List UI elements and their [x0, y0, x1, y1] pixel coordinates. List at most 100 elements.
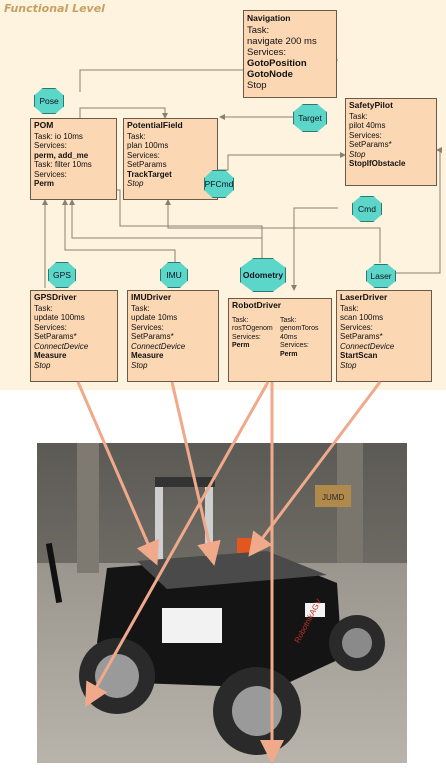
module-lines: Task: io 10msServices:perm, add_me Task:…: [34, 132, 113, 189]
module-line: update 10ms: [131, 313, 215, 323]
module-line: Measure: [131, 351, 215, 361]
module-title: GPSDriver: [34, 293, 114, 303]
module-line: Services:: [34, 323, 114, 333]
functional-level-diagram: Functional Level: [0, 0, 446, 390]
module-line: Task:: [34, 304, 114, 314]
module-line: Stop: [247, 80, 333, 91]
laserdriver-module: LaserDriver Task:scan 100msServices:SetP…: [336, 290, 432, 382]
robotdriver-col1: Task:rosTOgenom Services:Perm: [232, 317, 276, 360]
robot-photo: JUMD RobotnikAGV: [37, 443, 407, 763]
module-line: Perm: [232, 342, 276, 351]
module-line: Task:: [340, 304, 428, 314]
module-title: POM: [34, 121, 113, 131]
module-line: Stop: [131, 361, 215, 371]
module-line: Stop: [349, 150, 433, 160]
module-line: Task:: [127, 132, 214, 142]
white-panel: [162, 608, 222, 643]
module-title: SafetyPilot: [349, 101, 433, 111]
module-line: scan 100ms: [340, 313, 428, 323]
module-line: StopIfObstacle: [349, 159, 433, 169]
camera-bar: [155, 477, 215, 487]
module-line: Stop: [340, 361, 428, 371]
port-laser: Laser: [366, 264, 396, 288]
module-line: Task: io 10ms: [34, 132, 113, 142]
module-line: ConnectDevice: [34, 342, 114, 352]
port-label: GPS: [53, 270, 71, 280]
module-line: GotoPosition: [247, 58, 333, 69]
module-line: Services:: [127, 151, 214, 161]
link-laser-potentialfield: [168, 200, 380, 263]
module-line: Stop: [34, 361, 114, 371]
module-line: Measure: [34, 351, 114, 361]
module-line: pilot 40ms: [349, 121, 433, 131]
module-line: TrackTarget: [127, 170, 214, 180]
link-navigation-pose: [80, 70, 243, 92]
module-line: ConnectDevice: [131, 342, 215, 352]
robotdriver-module: RobotDriver Task:rosTOgenom Services:Per…: [228, 298, 332, 382]
port-gps: GPS: [48, 262, 76, 288]
module-line: perm, add_me: [34, 151, 113, 161]
module-line: Services:: [340, 323, 428, 333]
port-pfcmd: PFCmd: [204, 170, 234, 198]
port-label: PFCmd: [205, 179, 234, 189]
module-title: RobotDriver: [232, 301, 328, 311]
module-title: Navigation: [247, 13, 333, 24]
sign-text: JUMD: [322, 493, 344, 502]
module-line: Perm: [280, 351, 324, 360]
module-line: Services:: [232, 334, 276, 343]
port-odometry: Odometry: [240, 258, 286, 292]
module-line: Services:: [349, 131, 433, 141]
module-line: Services:: [34, 170, 113, 180]
module-line: Task:: [232, 317, 276, 326]
port-label: Odometry: [243, 270, 283, 280]
module-line: SetParams*: [131, 332, 215, 342]
link-cmd-robotdriver: [294, 208, 338, 290]
link-pfcmd-safetypilot: [218, 155, 345, 170]
module-line: rosTOgenom: [232, 325, 276, 334]
module-title: LaserDriver: [340, 293, 428, 303]
port-target: Target: [293, 104, 327, 132]
port-imu: IMU: [160, 262, 188, 288]
module-line: Services:: [131, 323, 215, 333]
module-line: SetParams: [127, 160, 214, 170]
module-line: StartScan: [340, 351, 428, 361]
module-title: PotentialField: [127, 121, 214, 131]
module-line: GotoNode: [247, 69, 333, 80]
module-line: 40ms: [280, 334, 324, 343]
module-line: SetParams*: [340, 332, 428, 342]
module-line: Services:: [247, 47, 333, 58]
module-line: SetParams*: [34, 332, 114, 342]
port-label: Laser: [370, 271, 391, 281]
port-label: Target: [298, 113, 322, 123]
module-line: plan 100ms: [127, 141, 214, 151]
mast: [155, 481, 163, 561]
port-label: Cmd: [358, 204, 376, 214]
module-line: update 100ms: [34, 313, 114, 323]
module-line: SetParams*: [349, 140, 433, 150]
module-line: navigate 200 ms: [247, 36, 333, 47]
module-line: Task:: [131, 304, 215, 314]
module-line: Task:: [349, 112, 433, 122]
module-line: Task: filter 10ms: [34, 160, 113, 170]
link-odometry-pom: [72, 200, 262, 265]
port-label: Pose: [39, 96, 58, 106]
port-pose: Pose: [34, 88, 64, 114]
module-line: Services:: [280, 342, 324, 351]
module-line: Task:: [247, 25, 333, 36]
module-line: Services:: [34, 141, 113, 151]
module-line: Perm: [34, 179, 113, 189]
mast: [205, 481, 213, 561]
pillar: [77, 443, 99, 573]
module-line: Stop: [127, 179, 214, 189]
port-label: IMU: [166, 270, 182, 280]
module-line: ConnectDevice: [340, 342, 428, 352]
